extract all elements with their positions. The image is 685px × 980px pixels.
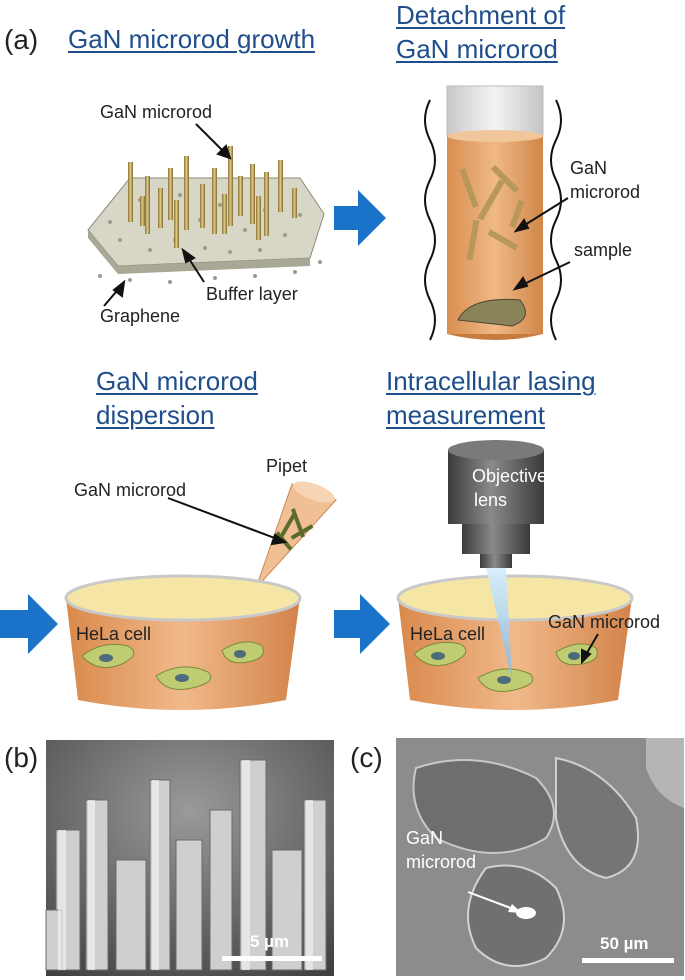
panel-c-microrod-label-line2: microrod — [406, 852, 477, 872]
detachment-pointer-arrows — [512, 197, 571, 291]
lasing-dish — [396, 574, 634, 710]
dispersion-pointer-arrow — [167, 497, 288, 546]
phase-contrast-image — [396, 738, 684, 976]
panel-a-letter: (a) — [4, 24, 39, 55]
graphene-substrate — [87, 177, 325, 274]
lasing-pointer-arrow — [581, 633, 599, 665]
panel-c-letter: (c) — [350, 742, 383, 773]
detachment-title-line2: GaN microrod — [396, 34, 558, 64]
dispersion-title-line1: GaN microrod — [96, 366, 258, 396]
pipet — [255, 481, 337, 589]
panel-b-scale-label: 5 µm — [250, 932, 290, 951]
panel-c-scale-bar — [582, 958, 674, 963]
pipet-label: Pipet — [266, 456, 308, 476]
detachment-title-line1: Detachment of — [396, 0, 566, 30]
hela-cells — [81, 641, 598, 692]
dispersion-dish — [64, 574, 302, 710]
panel-b-letter: (b) — [4, 742, 39, 773]
lasing-title-line1: Intracellular lasing — [386, 366, 596, 396]
buffer-layer-label: Buffer layer — [206, 284, 298, 304]
lasing-hela-label: HeLa cell — [410, 624, 486, 644]
panel-c-scale-label: 50 µm — [600, 934, 649, 953]
cell-nuclei — [99, 650, 580, 684]
lasing-title-line2: measurement — [386, 400, 545, 430]
sample-label: sample — [574, 240, 633, 260]
detachment-microrod-label-line2: microrod — [570, 182, 641, 202]
sem-image — [45, 740, 334, 976]
floating-microrods — [459, 164, 525, 261]
growth-microrod-label: GaN microrod — [100, 102, 213, 122]
objective-label-line2: lens — [474, 490, 508, 510]
growth-title: GaN microrod growth — [68, 24, 316, 54]
process-arrows — [0, 190, 390, 654]
gan-microrods — [128, 146, 297, 248]
dispersion-title-line2: dispersion — [96, 400, 215, 430]
shaking-wave-lines — [424, 99, 562, 341]
detachment-tube — [446, 85, 544, 340]
laser-beam — [486, 568, 512, 680]
panel-b-scale-bar — [222, 956, 322, 961]
panel-c-microrod-label-line1: GaN — [406, 828, 444, 848]
lasing-microrod-label: GaN microrod — [548, 612, 661, 632]
dispersion-microrod-label: GaN microrod — [74, 480, 187, 500]
objective-label-line1: Objective — [472, 466, 548, 486]
dispersion-hela-label: HeLa cell — [76, 624, 152, 644]
graphene-label: Graphene — [100, 306, 181, 326]
detachment-microrod-label-line1: GaN — [570, 158, 608, 178]
growth-pointer-arrows — [103, 123, 232, 307]
objective-lens — [448, 440, 544, 568]
